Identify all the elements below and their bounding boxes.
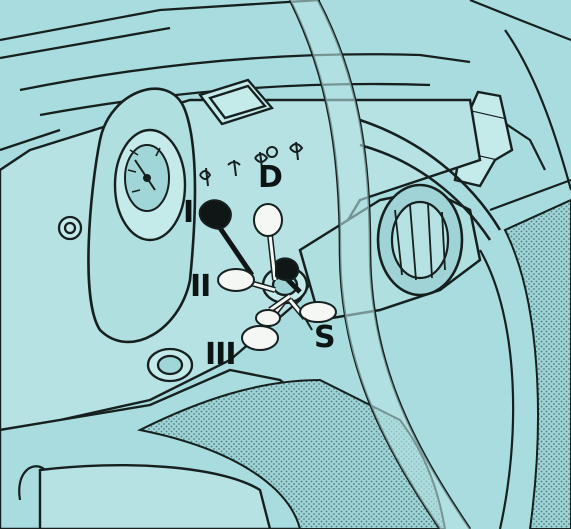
label-position-ii: II bbox=[190, 269, 211, 304]
dashboard-symbols bbox=[199, 141, 304, 187]
label-position-s: S bbox=[314, 320, 336, 355]
key-position-black-right bbox=[275, 257, 302, 294]
horn-symbol bbox=[266, 146, 278, 158]
light-symbol bbox=[199, 167, 212, 187]
indicator-symbol bbox=[289, 141, 304, 161]
key-position-s bbox=[287, 298, 337, 323]
label-position-iii: III bbox=[205, 337, 236, 372]
instrument-hood bbox=[87, 87, 197, 344]
key-position-ii bbox=[217, 268, 276, 293]
key-position-d bbox=[253, 203, 283, 281]
windshield-lines bbox=[0, 0, 471, 152]
label-position-i: I bbox=[183, 195, 194, 230]
wiper-symbol bbox=[227, 159, 241, 177]
steering-wheel-fill bbox=[290, 0, 470, 529]
leader-line-s bbox=[304, 317, 313, 331]
headlight-symbol bbox=[254, 151, 269, 169]
label-position-d: D bbox=[258, 160, 283, 195]
key-extra bbox=[255, 293, 292, 327]
seat-edge bbox=[38, 463, 272, 529]
left-knob bbox=[57, 215, 83, 241]
dash-vent bbox=[198, 78, 275, 126]
key-position-i bbox=[198, 199, 255, 277]
